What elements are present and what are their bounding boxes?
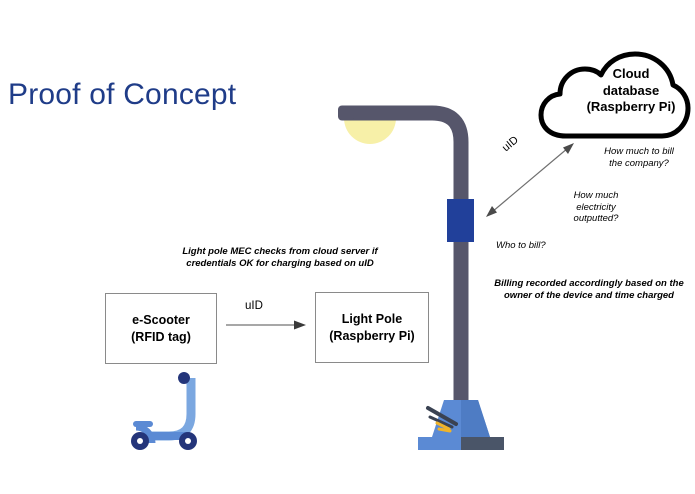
annotation-how-much-to-bill: How much to bill the company?	[604, 146, 674, 169]
arrow-label-uid-pole-to-cloud: uID	[500, 133, 521, 155]
annotation-mec-note: Light pole MEC checks from cloud server …	[182, 246, 378, 269]
node-box-escooter[interactable]: e-Scooter (RFID tag)	[105, 293, 217, 364]
arrow-label-uid-scooter-to-pole: uID	[245, 300, 263, 312]
annotation-how-much-electricity: How much electricity outputted?	[573, 190, 619, 225]
page-title: Proof of Concept	[8, 78, 237, 111]
arrow-scooter-to-pole	[226, 320, 306, 330]
annotation-who-to-bill: Who to bill?	[496, 240, 546, 251]
scooter-illustration	[131, 372, 197, 450]
annotation-billing-note: Billing recorded accordingly based on th…	[494, 278, 684, 301]
cloud-database-label: Cloud database (Raspberry Pi)	[586, 66, 676, 115]
node-box-lightpole[interactable]: Light Pole (Raspberry Pi)	[315, 292, 429, 363]
mec-box	[447, 199, 474, 242]
lamp-glow	[344, 118, 396, 144]
lamp-post-illustration	[338, 105, 504, 450]
